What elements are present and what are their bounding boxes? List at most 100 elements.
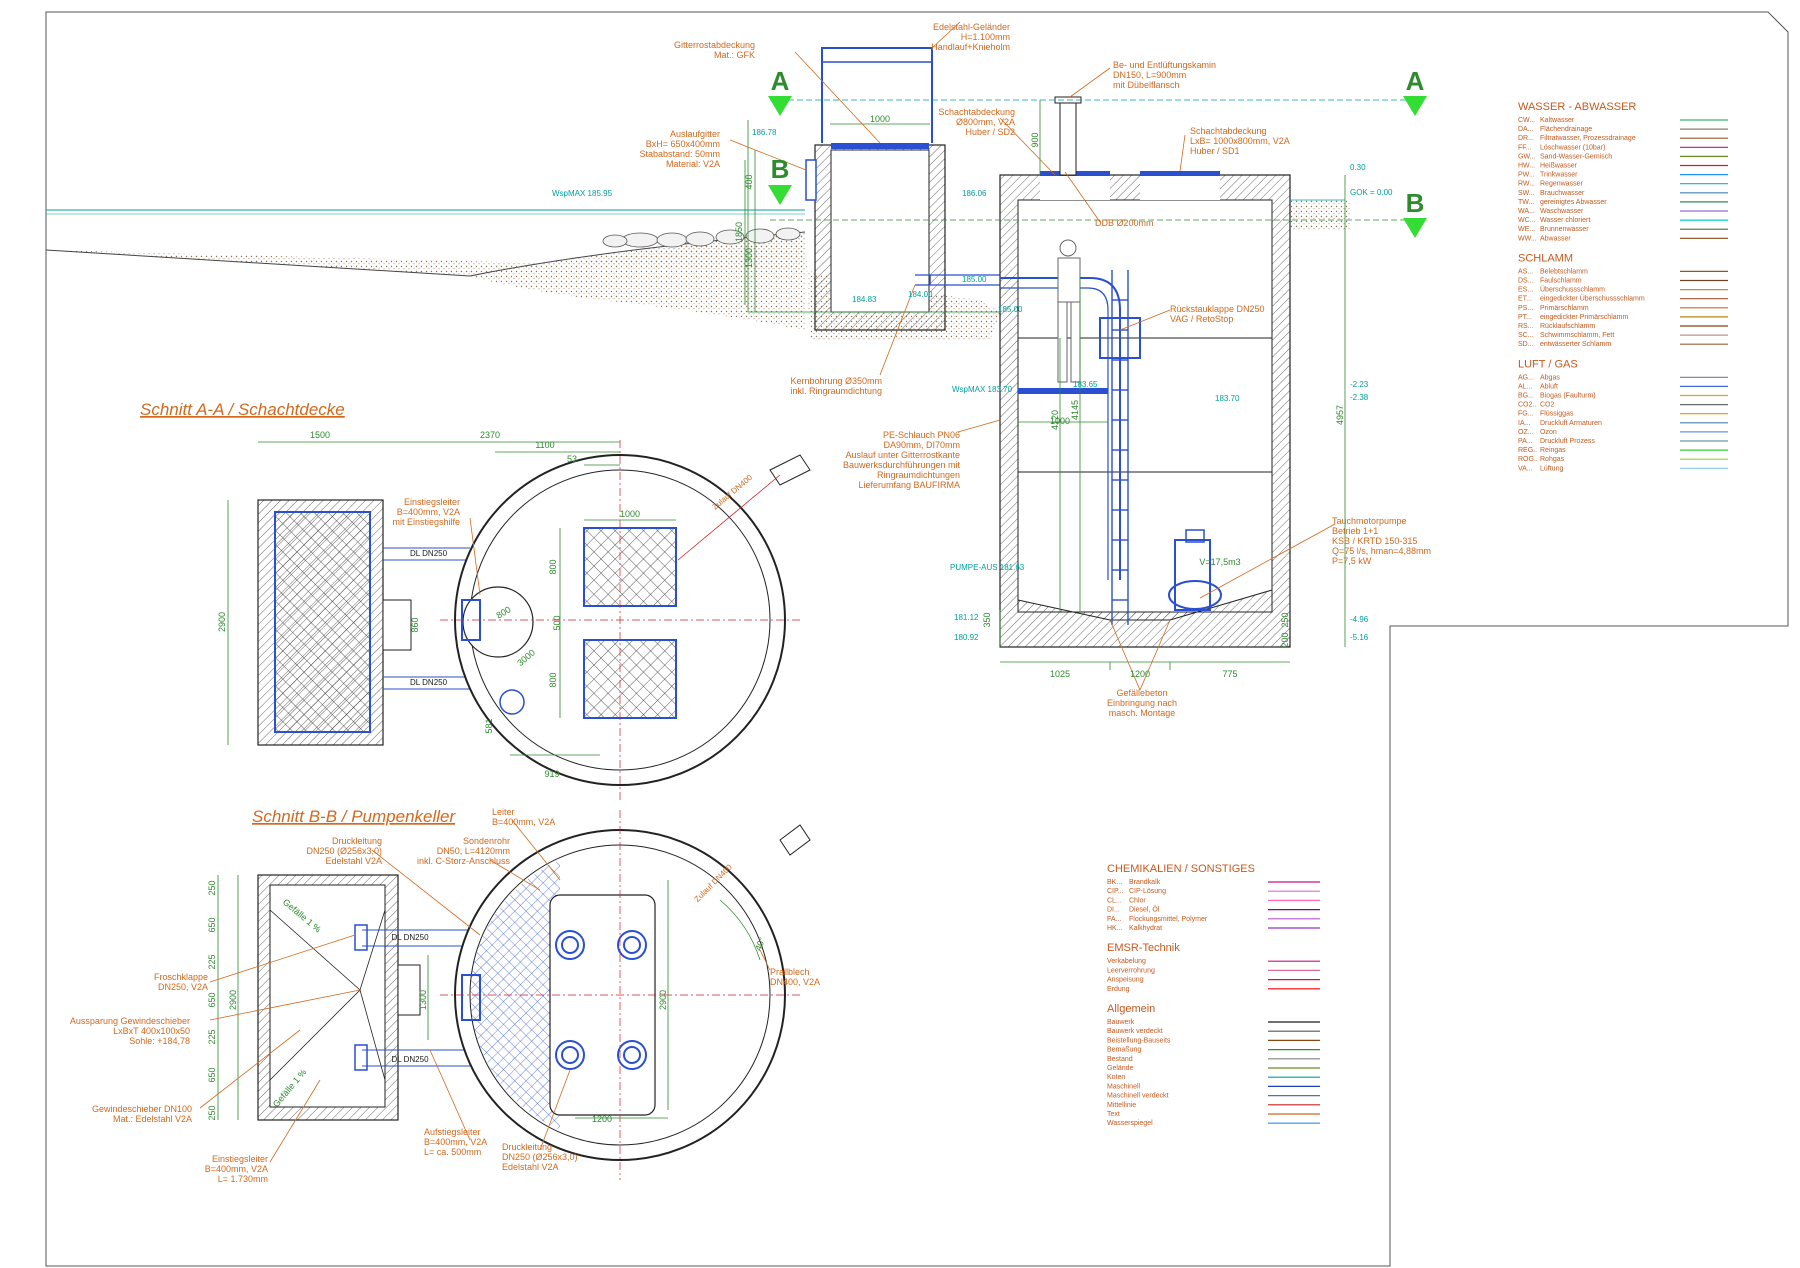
legend-description: Reingas [1540,447,1566,454]
legend-code: AS... [1518,268,1533,275]
section-bb-label-einstieg-line: B=400mm, V2A [205,1164,268,1174]
legend-code: WW... [1518,235,1537,242]
level-marker: 180.92 [954,633,979,642]
dimension-label: 250 [1280,612,1290,627]
section-bb-view [199,810,811,1180]
section-aa-dimension: 919 [544,769,559,779]
elevation-label-schachtabdeckung1-line: Schachtabdeckung [938,107,1015,117]
legend-description: Trinkwasser [1540,172,1578,179]
dimension-label: 200 [1280,632,1290,647]
elevation-view [45,21,1425,691]
section-bb-label-einstieg-line: Einstiegsleiter [212,1154,268,1164]
dimension-label: 4145 [1070,400,1080,420]
legend-code: CL... [1107,897,1122,904]
legend-description: Text [1107,1111,1120,1118]
legend-code: DI... [1107,907,1120,914]
legend-description: Maschinell [1107,1083,1141,1090]
legend-description: Flockungsmittel, Polymer [1129,916,1208,923]
dimension-label: 900 [1030,132,1040,147]
level-marker: 183.70 [1215,394,1240,403]
legend-description: Bemaßung [1107,1047,1141,1054]
section-bb-dimension: 225 [207,954,217,969]
section-aa-dimension: 2900 [217,612,227,632]
level-marker: -5.16 [1350,633,1369,642]
legend-code: RS... [1518,323,1534,330]
legend-group-title: LUFT / GAS [1518,358,1578,370]
legend-description: Abluft [1540,383,1558,390]
legend-description: Maschinell verdeckt [1107,1093,1169,1100]
dimension-label: 4120 [1050,410,1060,430]
legend-description: Mittellinie [1107,1102,1136,1109]
legend-description: Flüssiggas [1540,411,1574,418]
section-bb-label-frosch-line: Froschklappe [154,972,208,982]
section-aa-dimension: 1000 [620,509,640,519]
elevation-label-peschlauch-line: Auslauf unter Gitterrostkante [845,450,960,460]
legend-code: ROG.. [1518,456,1538,463]
legend-description: entwässerter Schlamm [1540,341,1611,348]
legend-code: RW... [1518,181,1535,188]
legend-code: CIP... [1107,888,1124,895]
legend-code: WC... [1518,217,1536,224]
section-bb-label-einstieg-line: L= 1.730mm [218,1174,268,1184]
legend-description: Ozon [1540,429,1557,436]
section-marker-label-a: A [771,66,790,96]
legend-code: BK... [1107,879,1122,886]
legend-description: gereinigtes Abwasser [1540,199,1607,206]
elevation-label-gitterrost-line: Gitterrostabdeckung [674,40,755,50]
legend-description: Diesel, Öl [1129,906,1160,914]
legend-code: HK... [1107,925,1123,932]
elevation-label-gelaender-line: Handlauf+Knieholm [931,42,1010,52]
dimension-label: 1200 [1130,669,1150,679]
level-marker: 183.65 [1073,380,1098,389]
legend-description: Filtratwasser, Prozessdrainage [1540,135,1636,142]
elevation-label-schachtabdeckung2-line: Schachtabdeckung [1190,126,1267,136]
section-aa-dimension: 500 [552,615,562,630]
dimension-label: V=17,5m3 [1199,557,1240,567]
legend-description: Leerverrohrung [1107,967,1155,974]
legend-code: SD... [1518,341,1534,348]
elevation-label-pumpe-line: Betrieb 1+1 [1332,526,1378,536]
section-marker-label-a: A [1406,66,1425,96]
legend-description: eingedickter Überschussschlamm [1540,295,1645,303]
sheet-border [45,11,1789,1267]
legend-description: Anspeisung [1107,977,1144,984]
section-bb-label-frosch-line: DN250, V2A [158,982,208,992]
section-marker-b-left [768,185,792,205]
section-bb-dimension: 225 [207,1029,217,1044]
legend-code: DS... [1518,278,1534,285]
elevation-label-pumpe-line: KSB / KRTD 150-315 [1332,536,1417,546]
elevation-label-auslaufgitter-line: Stababstand: 50mm [639,149,720,159]
section-bb-dimension: 650 [207,992,217,1007]
legend-description: Chlor [1129,897,1146,904]
elevation-label-pumpe-line: P=7,5 kW [1332,556,1372,566]
section-bb-label-druck2-line: Druckleitung [502,1142,552,1152]
legend-description: Abwasser [1540,235,1571,242]
legend-description: Flächendrainage [1540,126,1592,133]
legend-description: CIP-Lösung [1129,888,1166,895]
section-bb-label-gewinde-line: Mat.: Edelstahl V2A [113,1114,192,1124]
level-marker: 0.30 [1350,163,1366,172]
level-marker: 181.12 [954,613,979,622]
section-bb-dimension: 250 [207,1105,217,1120]
legend-code: TW... [1518,199,1534,206]
elevation-label-gefaelle-line: Gefällebeton [1116,688,1167,698]
section-bb-dimension: 650 [207,1067,217,1082]
elevation-label-gefaelle-line: masch. Montage [1109,708,1176,718]
elevation-label-kamin-line: DN150, L=900mm [1113,70,1186,80]
legend-description: Brandkalk [1129,879,1161,886]
elevation-label-schachtabdeckung1-line: Ø800mm, V2A [956,117,1015,127]
legend-description: Brauchwasser [1540,190,1585,197]
elevation-label-pumpe-line: Tauchmotorpumpe [1332,516,1407,526]
legend-description: Beistellung-Bauseits [1107,1037,1171,1044]
elevation-label-peschlauch-line: DA90mm, DI70mm [883,440,960,450]
legend-code: WA... [1518,208,1535,215]
section-bb-label-druck1-line: DN250 (Ø256x3,0) [306,846,382,856]
elevation-label-gelaender-line: H=1.100mm [961,32,1010,42]
legend-code: PS... [1518,305,1533,312]
elevation-label-schachtabdeckung2-line: LxB= 1000x800mm, V2A [1190,136,1290,146]
legend-code: FG... [1518,411,1534,418]
legend-code: AG... [1518,374,1534,381]
legend-code: FA... [1107,916,1121,923]
section-bb-dimension: 40° [753,935,767,952]
legend-description: Schwimmschlamm, Fett [1540,332,1614,339]
